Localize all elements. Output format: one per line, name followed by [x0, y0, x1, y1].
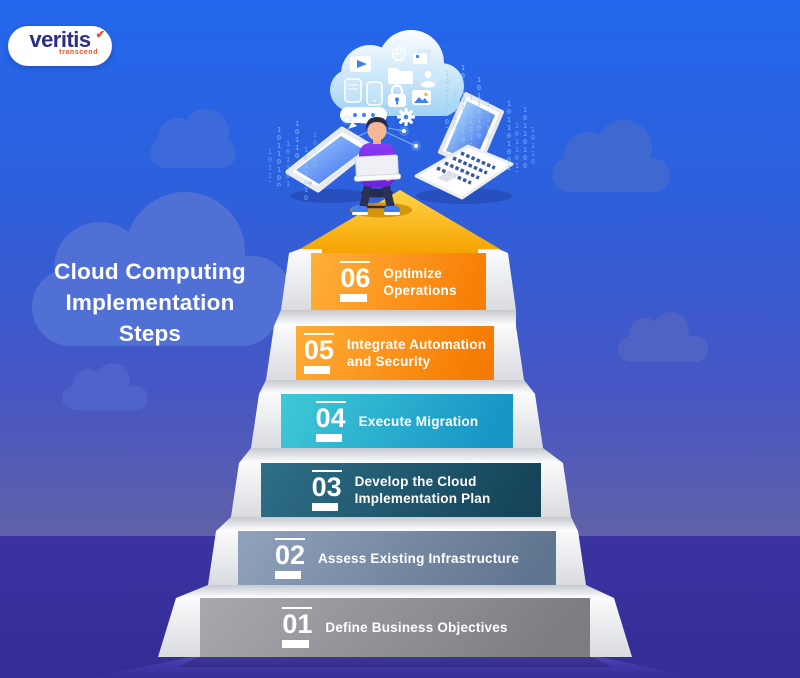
background-cloud-right [552, 120, 670, 192]
lock-icon [388, 84, 406, 107]
step-02-label: Assess Existing Infrastructure [317, 550, 520, 566]
staircase-treads [176, 242, 614, 598]
step-05-number: 05 [303, 332, 334, 374]
binary-rain-column: 1011010010110100101101001011010010110100… [476, 76, 482, 138]
step-06-number: 06 [340, 261, 371, 302]
binary-rain-column: 1011010010110100101101001011010010110100… [530, 126, 536, 166]
binary-rain-column: 1011010010110100101101001011010010110100… [276, 126, 282, 186]
logo-tagline: transcend [59, 49, 98, 56]
logo-check-icon: ✔ [95, 29, 105, 41]
step-face-06 [311, 253, 486, 310]
binary-rain-column: 1011010010110100101101001011010010110100… [460, 64, 466, 144]
step-04-number: 04 [315, 400, 346, 442]
number-underline [303, 365, 331, 374]
title-line-3: Steps [118, 321, 182, 346]
phone-icon [366, 81, 383, 106]
logo-brand-text: veritis [29, 27, 91, 52]
binary-rain-column: 1011010010110100101101001011010010110100… [514, 122, 520, 172]
staircase-side-caps [158, 253, 632, 657]
number-underline [315, 433, 343, 442]
step-02: 02 Assess Existing Infrastructure [238, 531, 556, 585]
page-title: Cloud Computing Implementation Steps [28, 256, 272, 349]
step-03-number: 03 [311, 469, 342, 511]
person-illustration [352, 117, 401, 215]
title-line-1: Cloud Computing [54, 259, 246, 284]
binary-rain-column: 1011010010110100101101001011010010110100… [312, 131, 318, 167]
gallery-icon [413, 49, 431, 64]
staircase-contact-shadow [178, 656, 612, 667]
video-icon [350, 56, 371, 72]
binary-rain-column: 1011010010110100101101001011010010110100… [522, 106, 528, 168]
binary-rain-column: 1011010010110100101101001011010010110100… [267, 148, 273, 182]
background-cloud-small-right [618, 312, 708, 362]
image-icon [412, 90, 431, 105]
step-face-03 [261, 463, 541, 517]
step-01: 01 Define Business Objectives [200, 598, 590, 657]
floor-glow [90, 656, 700, 678]
binary-rain-column: 1011010010110100101101001011010010110100… [285, 140, 291, 188]
binary-rain-column: 1011010010110100101101001011010010110100… [452, 90, 458, 134]
binary-rain-column: 1011010010110100101101001011010010110100… [468, 94, 474, 144]
number-underline [340, 294, 367, 302]
step-04-label: Execute Migration [358, 413, 479, 429]
title-cloud [32, 192, 292, 346]
step-face-01 [200, 598, 590, 657]
tablet-device [285, 126, 375, 203]
binary-rain-column: 1011010010110100101101001011010010110100… [506, 100, 512, 170]
user-icon [418, 68, 438, 88]
number-underline [282, 640, 309, 648]
gear-icon [397, 108, 415, 126]
number-underline [274, 570, 302, 579]
binary-rain-column: 1011010010110100101101001011010010110100… [294, 120, 300, 160]
tablet-icon [344, 78, 362, 103]
binary-rain-column: 1011010010110100101101001011010010110100… [303, 146, 309, 200]
staircase-faces [200, 253, 590, 657]
step-01-label: Define Business Objectives [325, 620, 508, 635]
number-underline [311, 502, 338, 511]
laptop-device [414, 92, 514, 204]
globe-icon [391, 46, 407, 62]
background-cloud-small-left [62, 363, 148, 410]
title-line-2: Implementation [65, 290, 235, 315]
binary-rain-column: 1011010010110100101101001011010010110100… [444, 70, 450, 128]
step-01-number: 01 [282, 607, 313, 648]
background-cloud-top-left [150, 109, 236, 168]
veritis-logo: veritis ✔ transcend [8, 26, 112, 66]
step-02-number: 02 [274, 537, 305, 579]
binary-rain-column: 1011010010110100101101001011010010110100… [485, 100, 491, 140]
folder-icon [388, 68, 413, 84]
step-04: 04 Execute Migration [281, 394, 513, 448]
